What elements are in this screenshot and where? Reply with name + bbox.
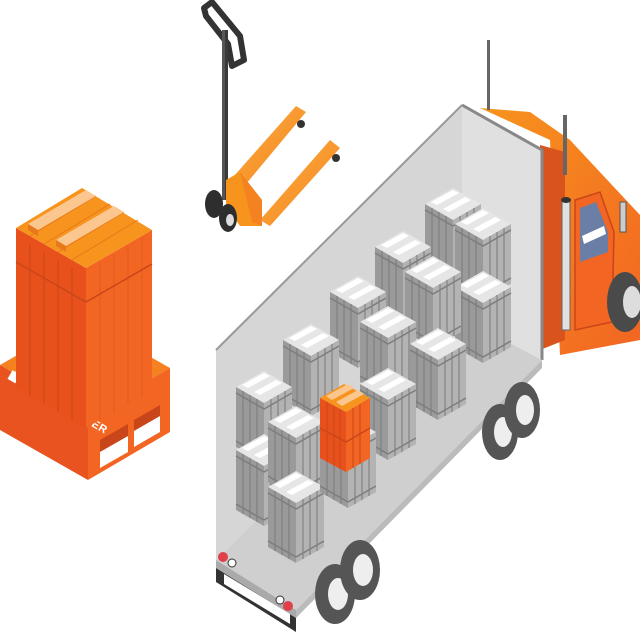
gray-crate	[409, 327, 467, 421]
pallet-jack	[201, 0, 340, 232]
truck	[215, 40, 640, 632]
tail-light-left	[218, 552, 228, 562]
cargo-crates	[235, 187, 512, 564]
pallet-crate-group: FREIGHTCENTER	[0, 188, 170, 480]
highlight-orange-crate	[319, 384, 371, 472]
pallet-jack-fork-back	[234, 106, 306, 184]
tail-light-right	[283, 601, 293, 611]
orange-crate-right	[86, 230, 152, 428]
pallet-jack-fork-front	[260, 140, 340, 226]
orange-crate-left	[16, 228, 86, 428]
gray-crate	[267, 470, 325, 564]
pallet-jack-handle	[201, 0, 247, 69]
